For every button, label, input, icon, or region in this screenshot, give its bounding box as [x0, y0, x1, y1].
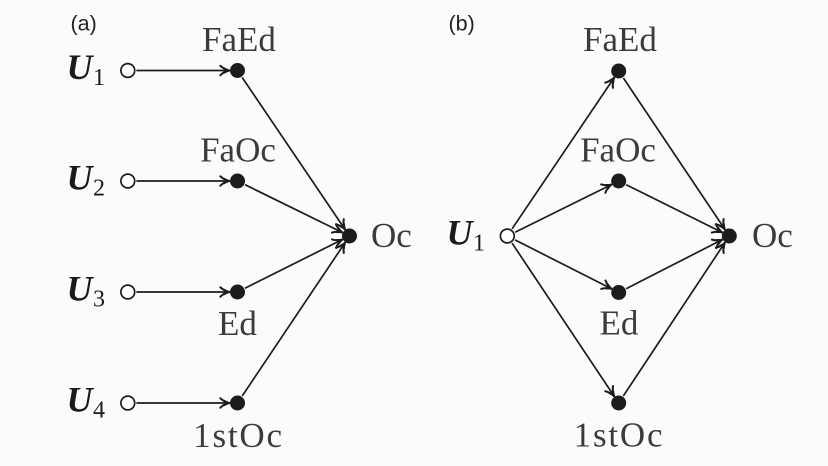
svg-text:Oc: Oc: [752, 216, 793, 255]
svg-text:U4: U4: [67, 380, 106, 424]
svg-text:U1: U1: [447, 213, 486, 257]
svg-text:(a): (a): [71, 12, 97, 36]
svg-text:1stOc: 1stOc: [574, 416, 665, 455]
svg-text:U1: U1: [67, 47, 106, 91]
svg-text:Oc: Oc: [371, 216, 412, 255]
svg-text:FaEd: FaEd: [583, 20, 657, 59]
svg-text:FaEd: FaEd: [202, 20, 276, 59]
svg-text:1stOc: 1stOc: [193, 416, 284, 455]
svg-text:FaOc: FaOc: [200, 131, 276, 170]
svg-text:U3: U3: [67, 269, 106, 313]
svg-text:Ed: Ed: [600, 304, 639, 343]
svg-text:U2: U2: [67, 158, 106, 202]
svg-text:Ed: Ed: [218, 304, 257, 343]
svg-text:FaOc: FaOc: [580, 131, 656, 170]
svg-text:(b): (b): [449, 12, 475, 36]
